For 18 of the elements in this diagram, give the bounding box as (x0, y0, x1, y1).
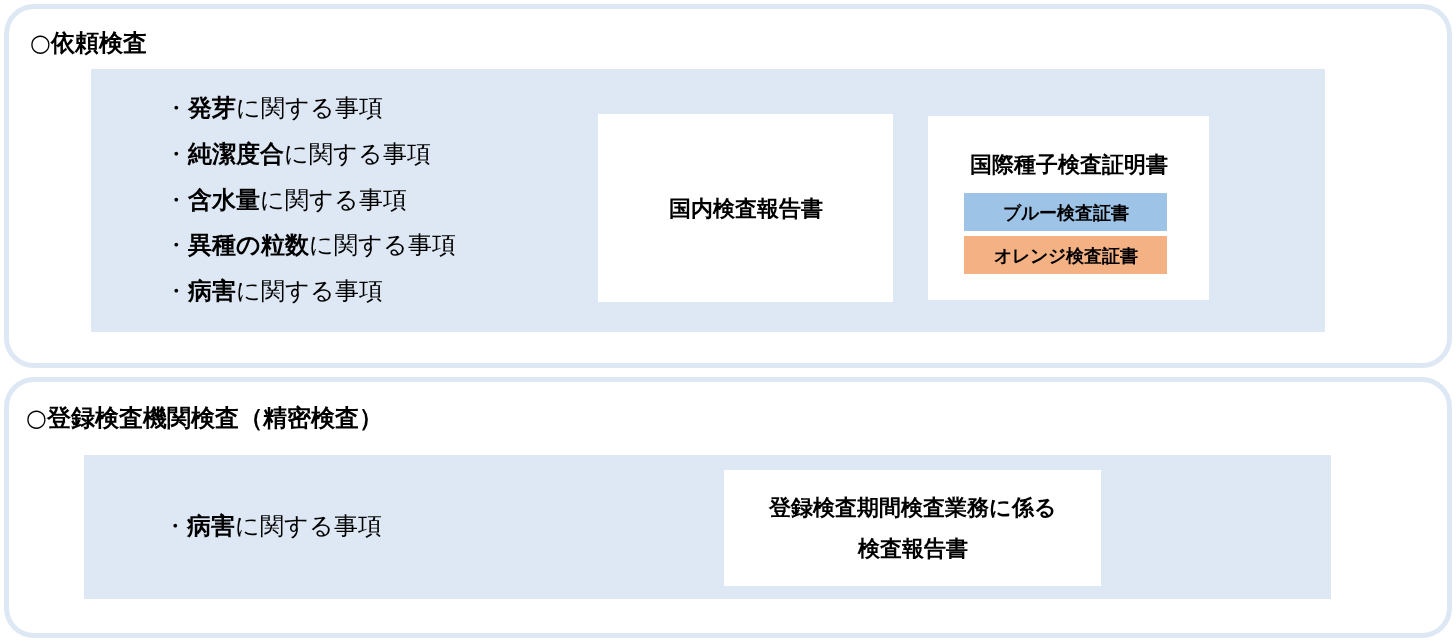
certificate-tag: ブルー検査証書 (964, 193, 1167, 231)
section-panel (4, 4, 1452, 368)
item-band (84, 455, 1331, 599)
list-item: ・異種の粒数に関する事項 (164, 230, 456, 261)
list-item: ・純潔度合に関する事項 (164, 138, 431, 169)
box-heading: 国際種子検査証明書 (969, 151, 1168, 179)
report-box: 登録検査期間検査業務に係る検査報告書 (724, 470, 1101, 586)
section-heading: ○依頼検査 (30, 28, 147, 58)
report-box: 国内検査報告書 (598, 114, 893, 302)
certificate-box (928, 116, 1209, 300)
list-item: ・含水量に関する事項 (164, 184, 407, 215)
section-heading: ○登録検査機関検査（精密検査） (26, 403, 383, 433)
section-panel (4, 377, 1452, 638)
item-band (91, 69, 1325, 332)
certificate-tag: オレンジ検査証書 (964, 236, 1167, 274)
list-item: ・発芽に関する事項 (164, 93, 383, 123)
list-item: ・病害に関する事項 (163, 511, 382, 541)
list-item: ・病害に関する事項 (164, 276, 383, 307)
